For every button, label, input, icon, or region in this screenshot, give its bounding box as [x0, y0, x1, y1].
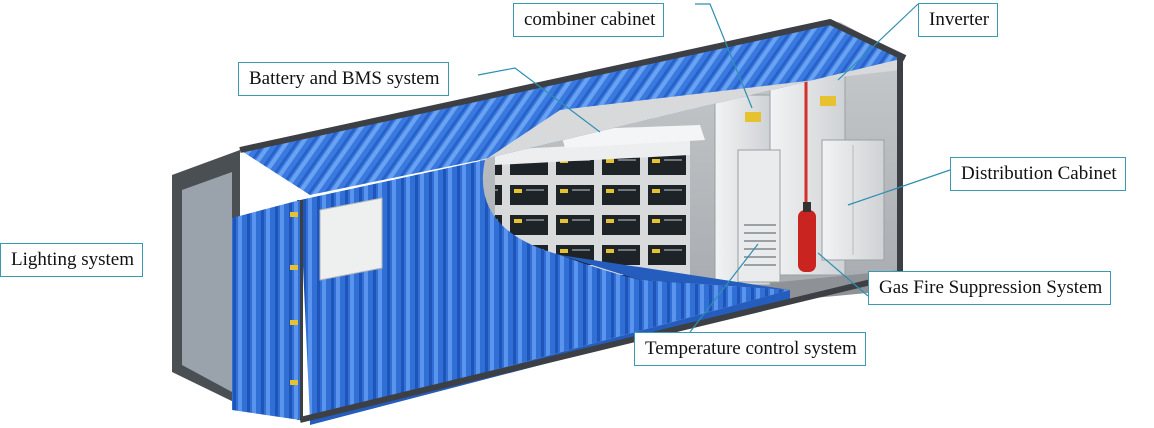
leader-temperature-control: [689, 243, 759, 333]
label-battery-bms: Battery and BMS system: [238, 62, 449, 96]
label-inverter: Inverter: [918, 3, 999, 37]
leader-distribution-cabinet: [847, 169, 951, 206]
leader-gas-fire-suppression: [817, 252, 869, 297]
leader-inverter: [837, 3, 919, 81]
container-roof: [240, 22, 905, 195]
label-lighting-system: Lighting system: [0, 243, 143, 277]
label-distribution-cabinet: Distribution Cabinet: [950, 157, 1126, 191]
label-combiner-cabinet: combiner cabinet: [513, 3, 665, 37]
leader-battery-bms: [477, 67, 601, 133]
lighting-panel-box: [319, 197, 383, 281]
container-end-doors: [172, 150, 300, 420]
distribution-cabinet: [821, 139, 885, 261]
leader-combiner-cabinet: [695, 3, 753, 109]
callout-leader-lines: [477, 3, 951, 333]
label-gas-fire-suppression: Gas Fire Suppression System: [868, 271, 1112, 305]
label-temperature-control: Temperature control system: [634, 332, 866, 366]
